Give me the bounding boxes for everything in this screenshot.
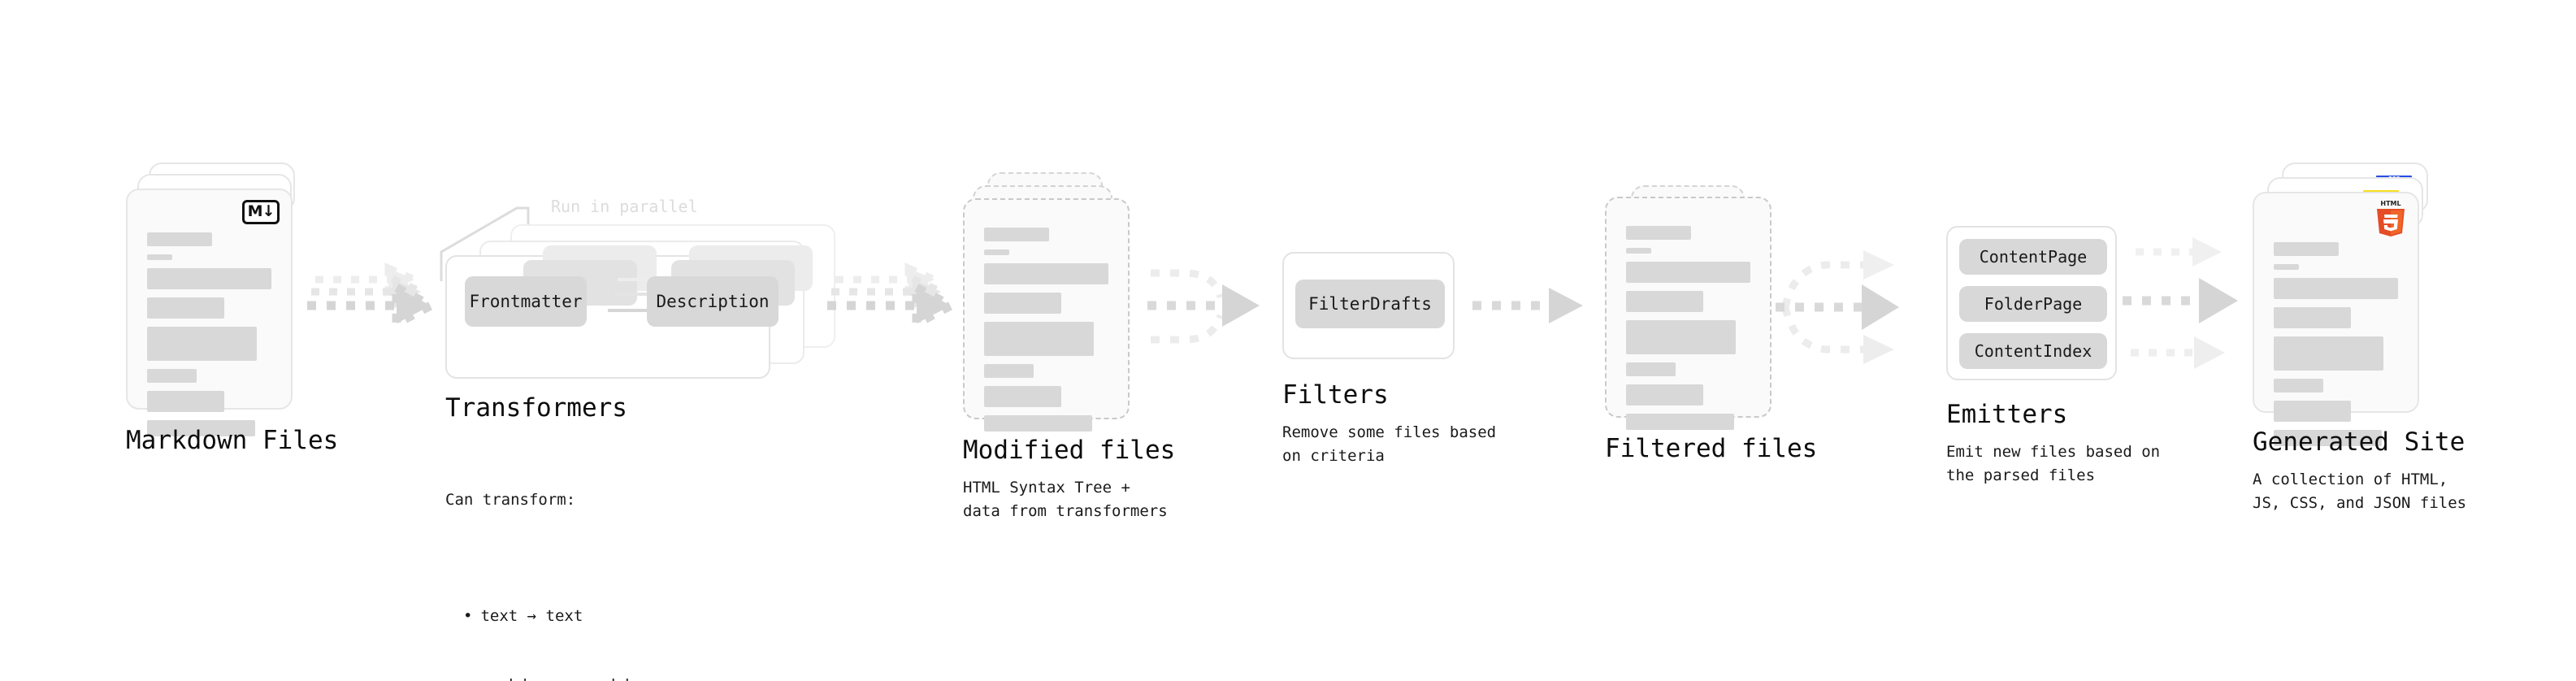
filtered-card-front bbox=[1605, 197, 1772, 430]
parallel-bracket-icon bbox=[440, 206, 530, 281]
html5-icon: HTML bbox=[2374, 198, 2408, 237]
filtered-title: Filtered files bbox=[1605, 434, 1818, 463]
modified-card-content bbox=[984, 228, 1108, 440]
transformer-pill-frontmatter[interactable]: Frontmatter bbox=[465, 276, 587, 327]
markdown-card-stack: M↓ bbox=[126, 163, 301, 436]
emitter-pill-contentpage[interactable]: ContentPage bbox=[1959, 239, 2107, 275]
emitters-group: ContentPage FolderPage ContentIndex bbox=[1946, 226, 2117, 380]
parallel-label: Run in parallel bbox=[551, 197, 698, 216]
generated-card-stack: CSS HTML bbox=[2253, 163, 2431, 446]
emitter-pill-folderpage[interactable]: FolderPage bbox=[1959, 286, 2107, 322]
transformers-bullet-0: text → text bbox=[463, 605, 657, 628]
filtered-card-content bbox=[1626, 226, 1750, 438]
transformers-bullet-list: text → text markdown → markdown html → h… bbox=[445, 558, 657, 681]
modified-card-stack bbox=[963, 172, 1138, 432]
transformers-subtitle-intro: Can transform: bbox=[445, 491, 576, 509]
emitters-subtitle: Emit new files based on the parsed files bbox=[1946, 443, 2161, 484]
markdown-card-content bbox=[147, 232, 271, 445]
transformer-pill-description-label: Description bbox=[656, 292, 770, 311]
merge-arrow-icon bbox=[1147, 269, 1260, 344]
modified-card-front bbox=[963, 198, 1130, 432]
svg-text:HTML: HTML bbox=[2380, 200, 2400, 207]
markdown-title: Markdown Files bbox=[126, 426, 339, 455]
arrow-modified-to-filters bbox=[1136, 244, 1282, 366]
generated-title: Generated Site bbox=[2253, 427, 2465, 457]
fanout-arrow-icon bbox=[1776, 250, 1899, 364]
transformer-pill-frontmatter-label: Frontmatter bbox=[469, 292, 583, 311]
arrow-markdown-to-transformers bbox=[307, 262, 440, 346]
parallel-arrow-icon bbox=[827, 262, 961, 332]
emitter-pill-contentindex[interactable]: ContentIndex bbox=[1959, 333, 2107, 369]
filter-pill-filterdrafts-label: FilterDrafts bbox=[1308, 294, 1432, 314]
modified-subtitle: HTML Syntax Tree + data from transformer… bbox=[963, 479, 1168, 520]
transformers-title: Transformers bbox=[445, 393, 627, 423]
stage-markdown-files: M↓ Markdown Files bbox=[126, 163, 338, 455]
parallel-arrow-icon bbox=[2123, 237, 2238, 369]
filters-title: Filters bbox=[1282, 380, 1389, 410]
transformers-subtitle: Can transform: text → text markdown → ma… bbox=[445, 442, 657, 681]
generated-subtitle: A collection of HTML, JS, CSS, and JSON … bbox=[2253, 471, 2467, 512]
emitter-pill-folderpage-label: FolderPage bbox=[1984, 294, 2083, 314]
transformer-pill-description[interactable]: Description bbox=[647, 276, 778, 327]
arrow-emitters-to-generated bbox=[2123, 234, 2253, 372]
stage-generated-site: CSS HTML bbox=[2253, 163, 2466, 512]
filters-subtitle: Remove some files based on criteria bbox=[1282, 423, 1497, 465]
transformers-bullet-1: markdown → markdown bbox=[463, 674, 657, 681]
generated-card-content bbox=[2274, 242, 2398, 454]
generated-card-front: HTML bbox=[2253, 192, 2419, 446]
parallel-arrow-icon bbox=[307, 262, 440, 332]
modified-title: Modified files bbox=[963, 436, 1176, 465]
filters-group: FilterDrafts bbox=[1282, 252, 1455, 359]
single-arrow-icon bbox=[1472, 288, 1583, 323]
markdown-badge-letter: M bbox=[247, 202, 263, 220]
stage-filtered-files: Filtered files bbox=[1605, 185, 1817, 463]
emitters-title: Emitters bbox=[1946, 400, 2068, 429]
arrow-filters-to-filtered bbox=[1472, 286, 1602, 335]
filtered-card-stack bbox=[1605, 185, 1780, 430]
stage-modified-files: Modified files HTML Syntax Tree + data f… bbox=[963, 172, 1175, 520]
filter-pill-filterdrafts[interactable]: FilterDrafts bbox=[1295, 280, 1445, 328]
emitter-pill-contentpage-label: ContentPage bbox=[1979, 247, 2088, 267]
emitter-pill-contentindex-label: ContentIndex bbox=[1974, 341, 2092, 361]
arrow-filtered-to-emitters bbox=[1776, 244, 1938, 374]
arrow-transformers-to-modified bbox=[827, 262, 961, 346]
markdown-icon: M↓ bbox=[242, 200, 280, 224]
markdown-card-front: M↓ bbox=[126, 189, 293, 436]
